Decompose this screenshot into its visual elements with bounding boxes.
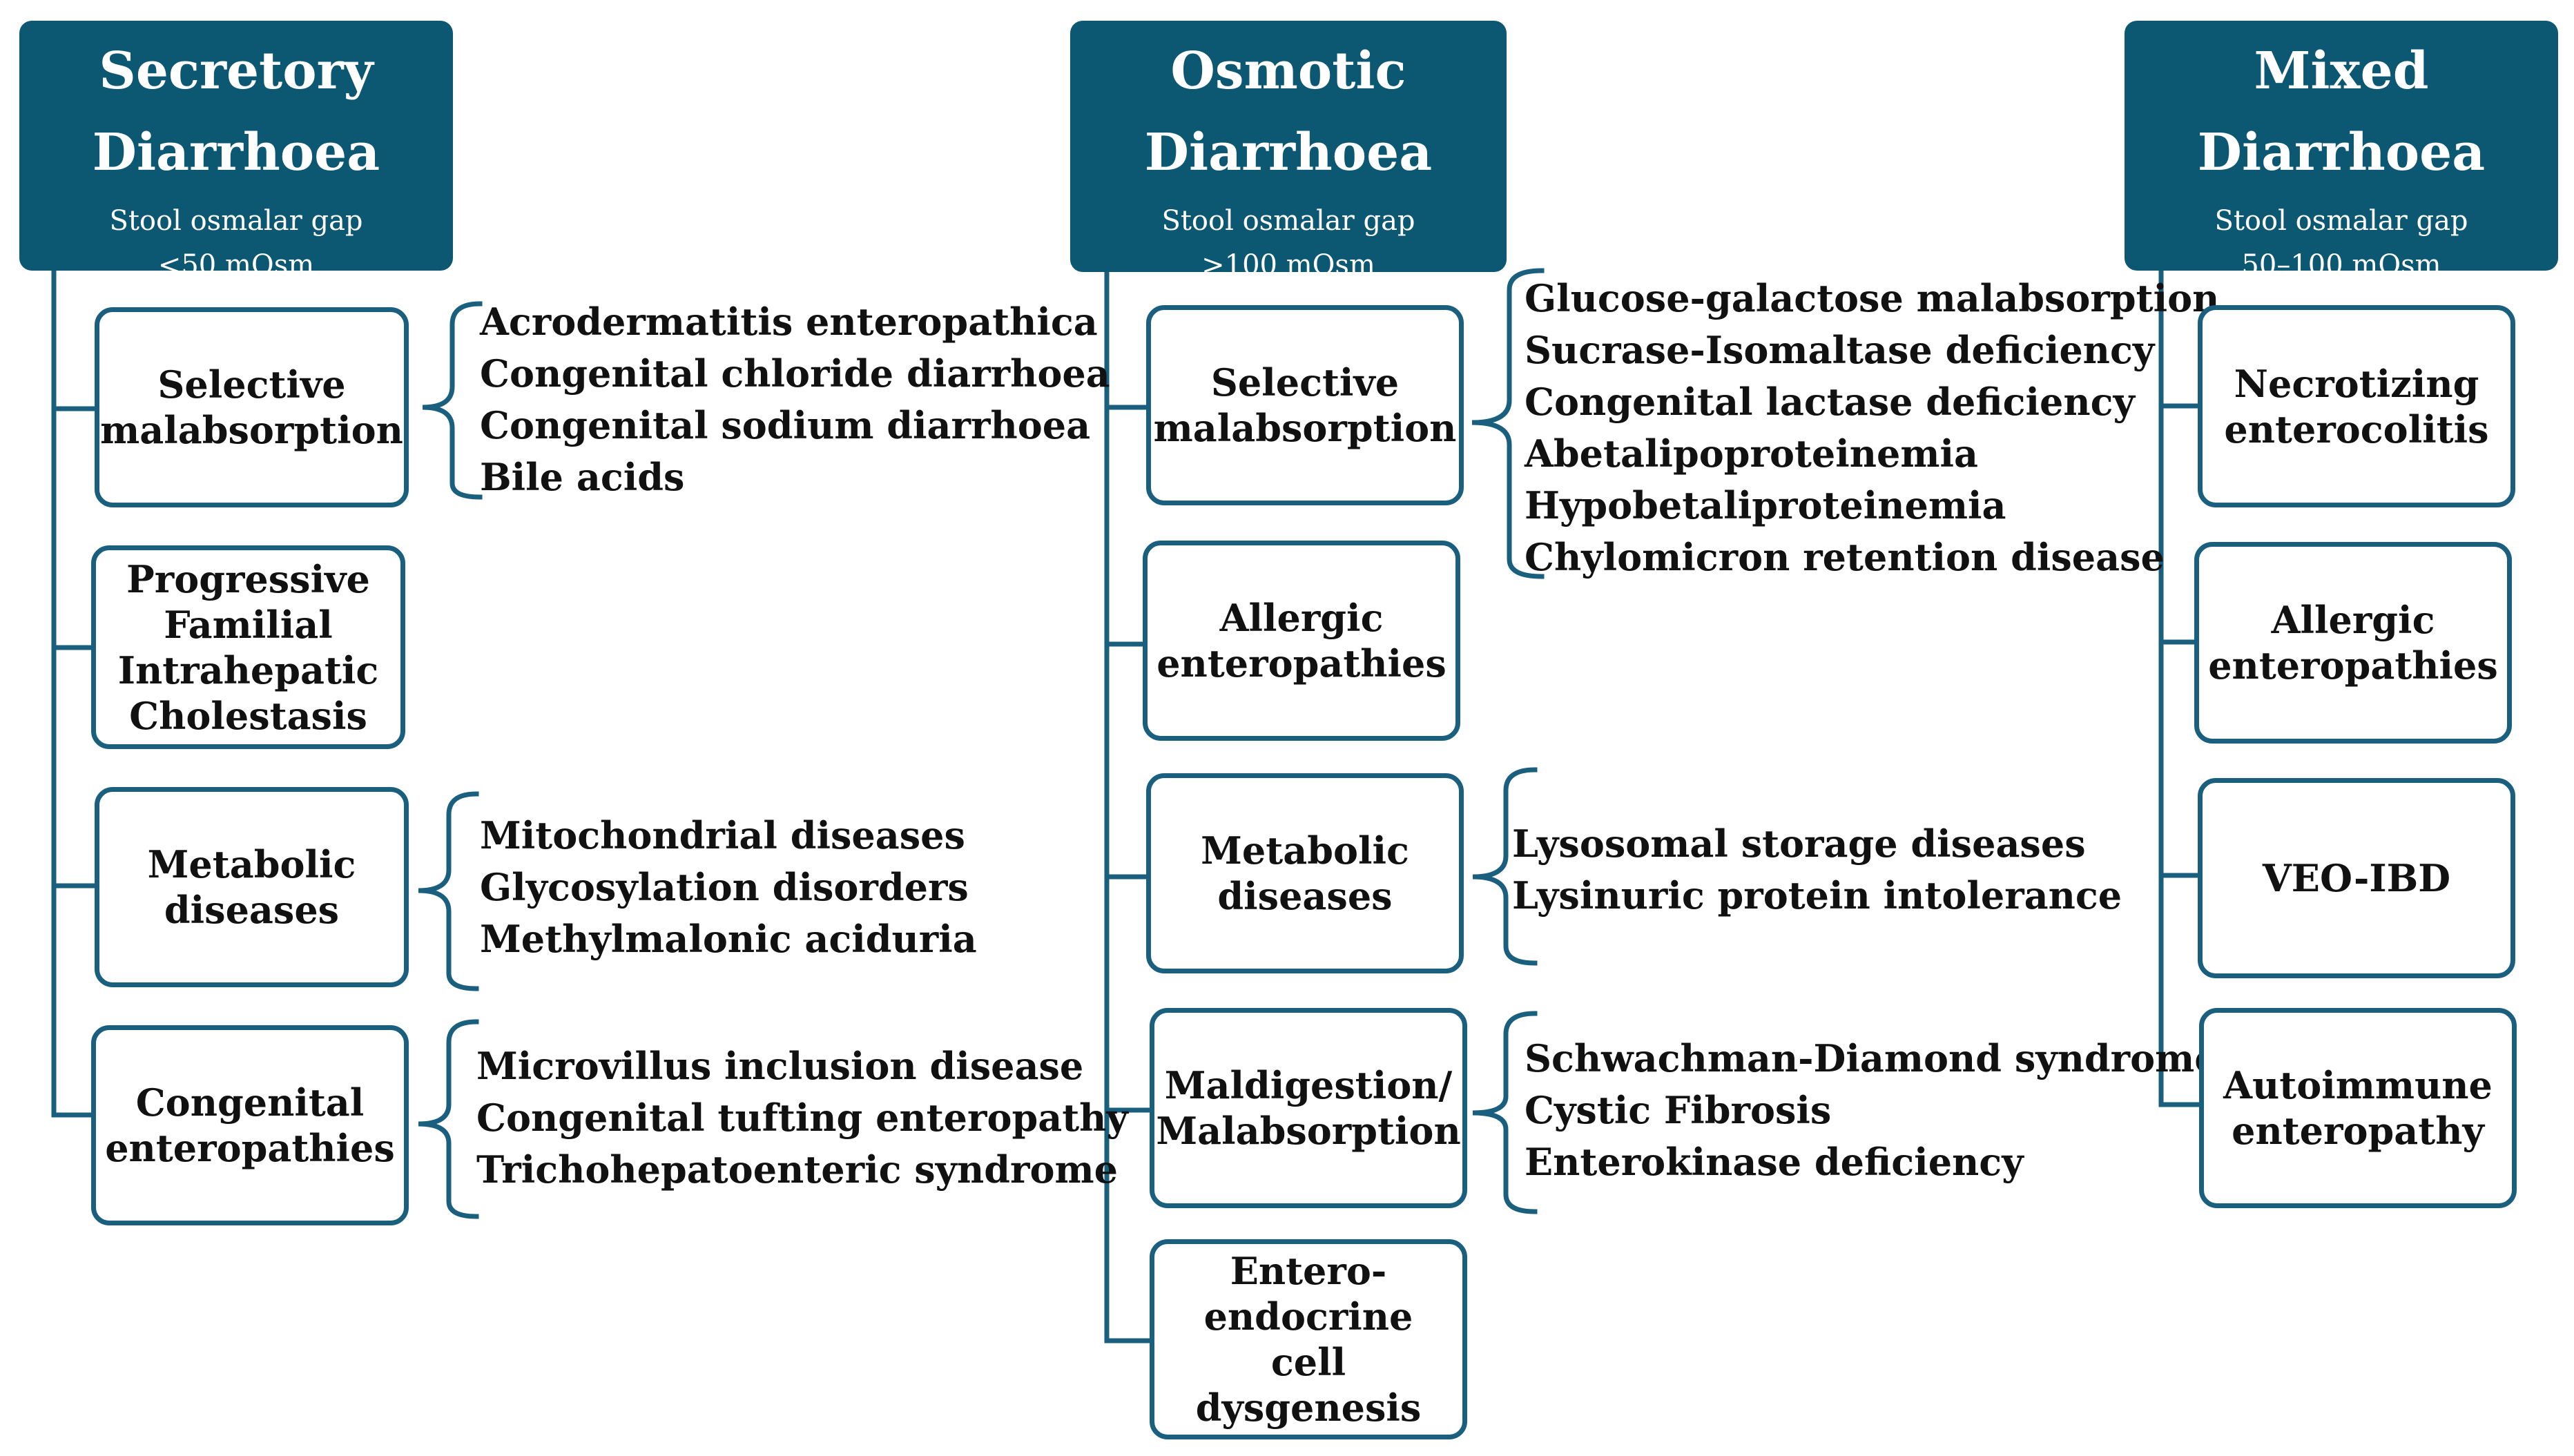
- list-item: Microvillus inclusion disease: [476, 1044, 1084, 1088]
- mixed-allergic-enteropathies-box: Allergic enteropathies: [2194, 542, 2512, 744]
- box-label: Selective malabsorption: [1153, 360, 1457, 450]
- list-item: Congenital sodium diarrhoea: [480, 403, 1091, 447]
- secretory-pfic-box: Progressive Familial Intrahepatic Choles…: [91, 545, 405, 749]
- secretory-brace-4: [418, 1019, 479, 1219]
- osmotic-metabolic-diseases-box: Metabolic diseases: [1146, 773, 1464, 973]
- osmotic-title: Osmotic Diarrhoea: [1144, 41, 1433, 182]
- osmotic-brace-3: [1472, 767, 1538, 966]
- secretory-gap-label: Stool osmalar gap: [109, 205, 363, 237]
- osmotic-enteroendocrine-dysgenesis-box: Entero- endocrine cell dysgenesis: [1150, 1239, 1467, 1439]
- mixed-diarrhoea-header: Mixed Diarrhoea Stool osmalar gap 50–100…: [2125, 21, 2558, 281]
- box-label: Allergic enteropathies: [2208, 598, 2498, 688]
- osmotic-gap-value: >100 mOsm: [1201, 249, 1375, 281]
- mixed-title: Mixed Diarrhoea: [2197, 41, 2486, 182]
- mixed-autoimmune-enteropathy-box: Autoimmune enteropathy: [2199, 1008, 2517, 1208]
- osmotic-selective-malabsorption-list: Glucose-galactose malabsorption Sucrase-…: [1525, 273, 2219, 583]
- osmotic-brace-1: [1471, 268, 1545, 579]
- box-label: Selective malabsorption: [100, 362, 403, 452]
- osmotic-diarrhoea-header: Osmotic Diarrhoea Stool osmalar gap >100…: [1070, 21, 1507, 281]
- list-item: Lysosomal storage diseases: [1512, 822, 2086, 866]
- list-item: Congenital lactase deficiency: [1525, 380, 2135, 424]
- secretory-title: Secretory Diarrhoea: [92, 41, 380, 182]
- list-item: Hypobetaliproteinemia: [1525, 483, 2006, 527]
- box-label: VEO-IBD: [2262, 856, 2451, 900]
- list-item: Congenital tufting enteropathy: [476, 1096, 1128, 1140]
- secretory-metabolic-diseases-list: Mitochondrial diseases Glycosylation dis…: [480, 810, 977, 965]
- list-item: Glucose-galactose malabsorption: [1525, 276, 2220, 320]
- box-label: Progressive Familial Intrahepatic Choles…: [117, 556, 379, 738]
- secretory-diarrhoea-header: Secretory Diarrhoea Stool osmalar gap <5…: [19, 21, 453, 281]
- box-label: Maldigestion/ Malabsorption: [1156, 1063, 1461, 1153]
- list-item: Schwachman-Diamond syndrome: [1525, 1036, 2218, 1080]
- secretory-selective-malabsorption-list: Acrodermatitis enteropathica Congenital …: [480, 296, 1110, 503]
- list-item: Mitochondrial diseases: [480, 813, 965, 857]
- list-item: Bile acids: [480, 455, 685, 499]
- osmotic-metabolic-diseases-list: Lysosomal storage diseases Lysinuric pro…: [1512, 818, 2122, 922]
- box-label: Necrotizing enterocolitis: [2224, 361, 2489, 452]
- list-item: Chylomicron retention disease: [1525, 535, 2165, 579]
- list-item: Methylmalonic aciduria: [480, 917, 977, 961]
- secretory-metabolic-diseases-box: Metabolic diseases: [95, 787, 409, 987]
- list-item: Glycosylation disorders: [480, 865, 969, 909]
- box-label: Congenital enteropathies: [105, 1080, 395, 1170]
- list-item: Acrodermatitis enteropathica: [480, 300, 1098, 344]
- list-item: Sucrase-Isomaltase deficiency: [1525, 328, 2155, 372]
- secretory-congenital-enteropathies-list: Microvillus inclusion disease Congenital…: [476, 1040, 1128, 1196]
- box-label: Autoimmune enteropathy: [2223, 1063, 2493, 1153]
- list-item: Lysinuric protein intolerance: [1512, 873, 2122, 918]
- mixed-veo-ibd-box: VEO-IBD: [2198, 778, 2515, 978]
- list-item: Trichohepatoenteric syndrome: [476, 1147, 1119, 1192]
- secretory-brace-3: [418, 791, 479, 991]
- box-label: Entero- endocrine cell dysgenesis: [1195, 1249, 1422, 1430]
- box-label: Allergic enteropathies: [1157, 596, 1446, 686]
- osmotic-gap-label: Stool osmalar gap: [1161, 205, 1415, 237]
- osmotic-selective-malabsorption-box: Selective malabsorption: [1146, 305, 1464, 505]
- secretory-brace-1: [422, 301, 483, 500]
- box-label: Metabolic diseases: [147, 842, 356, 932]
- osmotic-maldigestion-malabsorption-list: Schwachman-Diamond syndrome Cystic Fibro…: [1525, 1033, 2218, 1188]
- list-item: Congenital chloride diarrhoea: [480, 351, 1110, 396]
- list-item: Abetalipoproteinemia: [1525, 431, 1979, 476]
- osmotic-maldigestion-malabsorption-box: Maldigestion/ Malabsorption: [1150, 1008, 1467, 1208]
- mixed-necrotizing-enterocolitis-box: Necrotizing enterocolitis: [2198, 305, 2515, 507]
- list-item: Enterokinase deficiency: [1525, 1140, 2024, 1184]
- mixed-gap-label: Stool osmalar gap: [2214, 205, 2468, 237]
- box-label: Metabolic diseases: [1201, 828, 1409, 918]
- mixed-gap-value: 50–100 mOsm: [2241, 249, 2441, 281]
- secretory-congenital-enteropathies-box: Congenital enteropathies: [91, 1025, 409, 1225]
- osmotic-brace-4: [1472, 1011, 1538, 1214]
- secretory-gap-value: <50 mOsm: [157, 249, 315, 281]
- osmotic-allergic-enteropathies-box: Allergic enteropathies: [1143, 541, 1460, 741]
- secretory-selective-malabsorption-box: Selective malabsorption: [95, 307, 409, 507]
- list-item: Cystic Fibrosis: [1525, 1088, 1832, 1132]
